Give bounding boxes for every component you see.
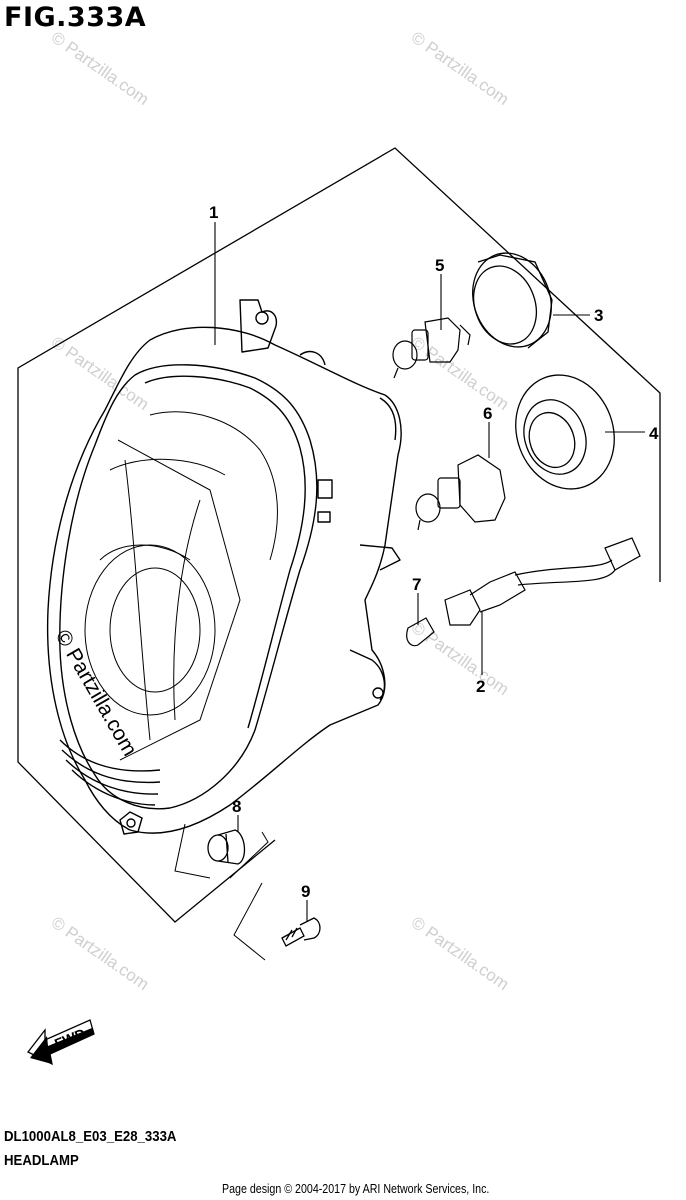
callout-9: 9: [301, 882, 310, 901]
bulb-retainer-ring: [472, 252, 553, 349]
socket-harness: [444, 537, 641, 626]
bracket-lines: [233, 882, 266, 961]
callout-5: 5: [435, 256, 444, 275]
bracket-lines: [174, 823, 211, 879]
position-bulb: [406, 617, 435, 647]
leader-lines: [214, 222, 645, 922]
callouts: 1 2 3 4 5 6 7 8 9: [209, 203, 659, 901]
callout-8: 8: [232, 797, 241, 816]
callout-4: 4: [649, 424, 659, 443]
watermark-layer: © Partzilla.com © Partzilla.com © Partzi…: [48, 28, 513, 994]
diagram-code: DL1000AL8_E03_E28_333A: [4, 1128, 177, 1145]
assembly-name: HEADLAMP: [4, 1152, 79, 1169]
callout-3: 3: [594, 306, 603, 325]
copyright-notice: Page design © 2004-2017 by ARI Network S…: [222, 1181, 490, 1196]
rubber-cap: [515, 374, 615, 490]
screw: [281, 917, 321, 947]
figure-title: FIG.333A: [4, 2, 147, 33]
headlamp-housing: [46, 299, 402, 835]
assembly-boundary: [17, 147, 661, 923]
grommet: [207, 829, 246, 865]
callout-7: 7: [412, 575, 421, 594]
watermark: © Partzilla.com: [48, 913, 153, 994]
reflector: [84, 411, 278, 761]
headlamp-bulb-secondary: [415, 454, 506, 531]
watermark: © Partzilla.com: [408, 28, 513, 109]
watermark: © Partzilla.com: [408, 618, 513, 699]
callout-1: 1: [209, 203, 218, 222]
watermark: © Partzilla.com: [408, 333, 513, 414]
headlamp-bulb: [392, 317, 471, 379]
watermark: © Partzilla.com: [408, 913, 513, 994]
fwd-arrow-icon: FWD: [27, 1019, 95, 1066]
watermark: © Partzilla.com: [48, 28, 153, 109]
callout-2: 2: [476, 677, 485, 696]
callout-6: 6: [483, 404, 492, 423]
fwd-label: FWD: [52, 1025, 88, 1052]
bracket-lines: [229, 831, 269, 879]
